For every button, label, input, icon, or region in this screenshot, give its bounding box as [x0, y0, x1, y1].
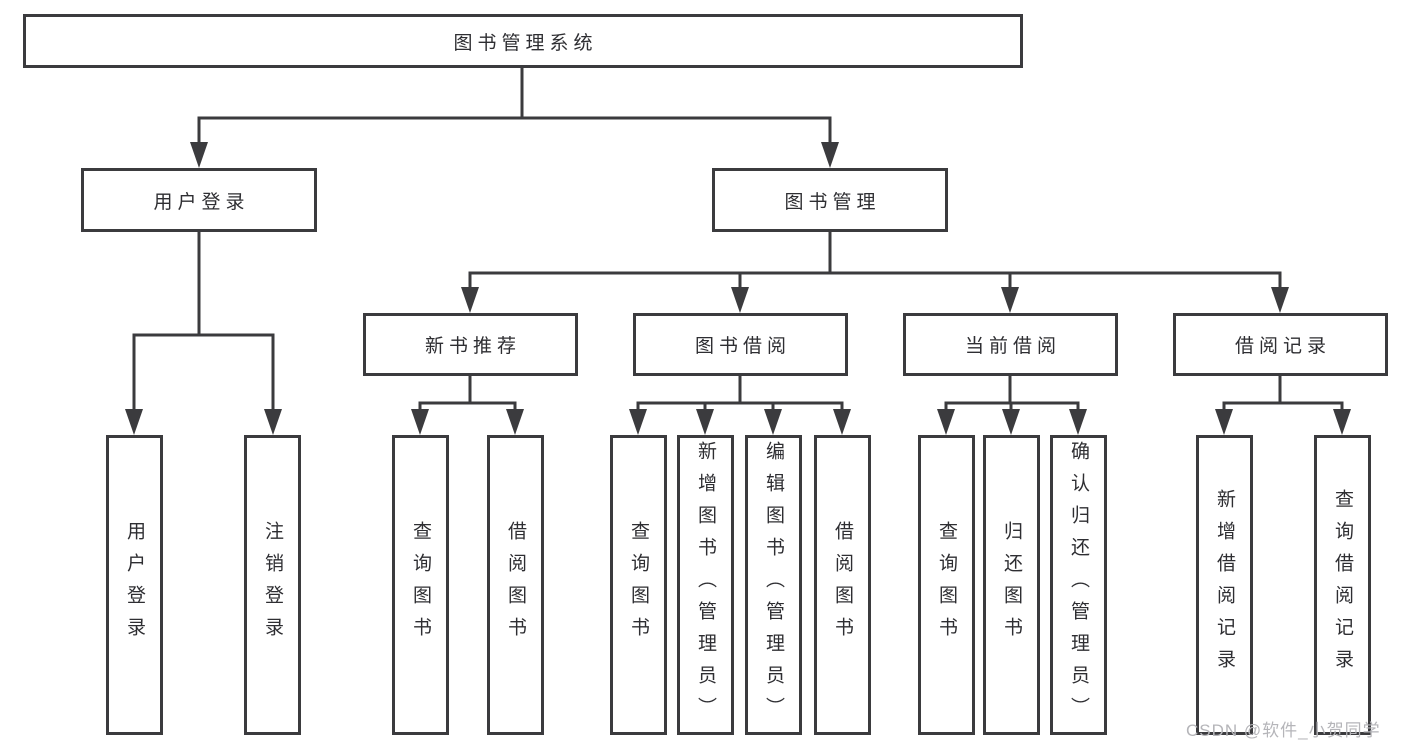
node-current-borrowing: 当前借阅	[903, 313, 1118, 376]
leaf-user-login: 用户登录	[106, 435, 163, 735]
leaf-edit-books-admin: 编辑图书（管理员）	[745, 435, 802, 735]
node-borrowing-records: 借阅记录	[1173, 313, 1388, 376]
csdn-watermark: CSDN @软件_小贺同学	[1186, 721, 1381, 740]
leaf-add-books-admin: 新增图书（管理员）	[677, 435, 734, 735]
leaf-query-books-borrowing: 查询图书	[610, 435, 667, 735]
node-book-management-branch: 图书管理	[712, 168, 948, 232]
node-new-book-recommend: 新书推荐	[363, 313, 578, 376]
leaf-add-borrowing-record: 新增借阅记录	[1196, 435, 1253, 735]
node-user-login-branch: 用户登录	[81, 168, 317, 232]
node-book-borrowing: 图书借阅	[633, 313, 848, 376]
leaf-query-borrowing-record: 查询借阅记录	[1314, 435, 1371, 735]
arrowheads	[125, 142, 1351, 435]
leaf-logout-login: 注销登录	[244, 435, 301, 735]
node-library-management-system: 图书管理系统	[23, 14, 1023, 68]
leaf-borrow-books: 借阅图书	[814, 435, 871, 735]
leaf-query-books-current: 查询图书	[918, 435, 975, 735]
leaf-borrow-books-recommend: 借阅图书	[487, 435, 544, 735]
leaf-confirm-return-admin: 确认归还（管理员）	[1050, 435, 1107, 735]
leaf-query-books-recommend: 查询图书	[392, 435, 449, 735]
leaf-return-books: 归还图书	[983, 435, 1040, 735]
